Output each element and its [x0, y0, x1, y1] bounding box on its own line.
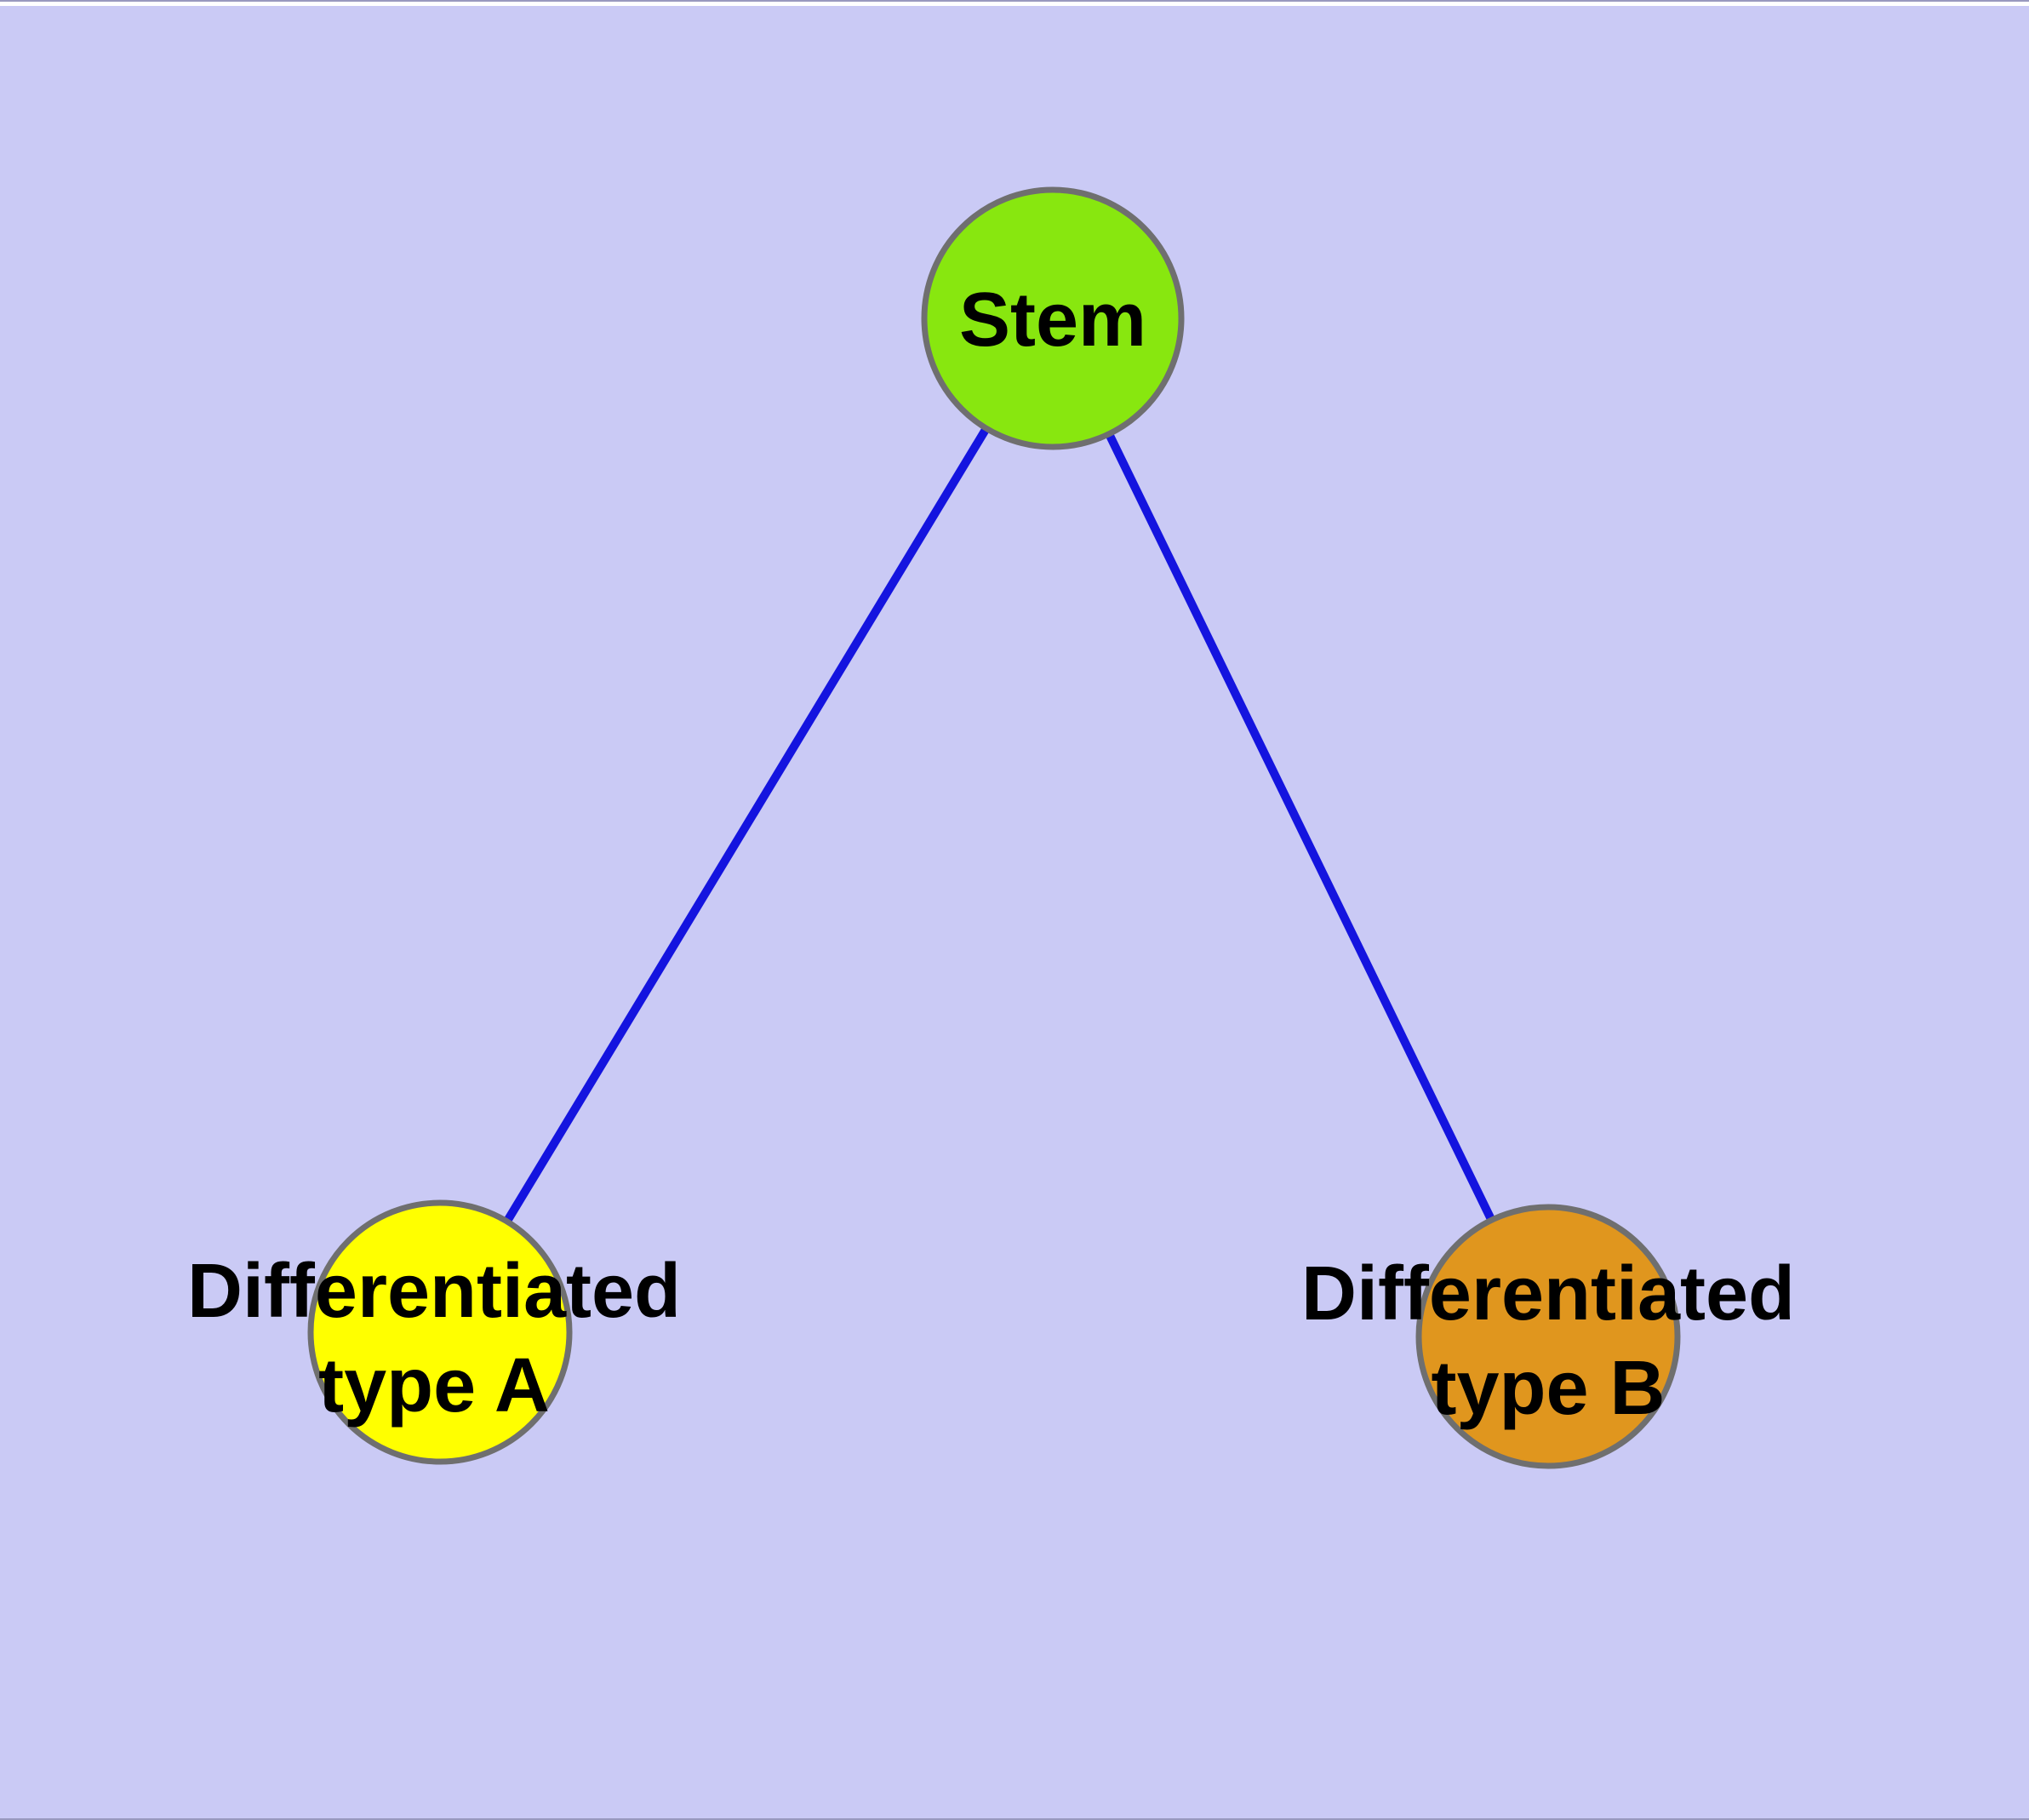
node-differentiated-type-b: [1415, 1204, 1681, 1469]
top-edge-highlight: [0, 2, 2029, 6]
node-stem: [921, 186, 1185, 450]
node-type-b-label-line-2: type B: [1431, 1346, 1665, 1431]
node-type-b-label-line-1: Differentiated: [1301, 1251, 1795, 1336]
node-stem-label: Stem: [959, 278, 1146, 363]
top-edge-line: [0, 0, 2029, 2]
edge-stem-to-type-a: [436, 316, 1057, 1335]
node-differentiated-type-a: [307, 1199, 573, 1465]
bottom-edge-line: [0, 1818, 2029, 1820]
edge-stem-to-type-b: [1049, 316, 1552, 1339]
node-type-a-label-line-2: type A: [318, 1343, 550, 1428]
node-type-a-label-line-1: Differentiated: [187, 1249, 681, 1334]
